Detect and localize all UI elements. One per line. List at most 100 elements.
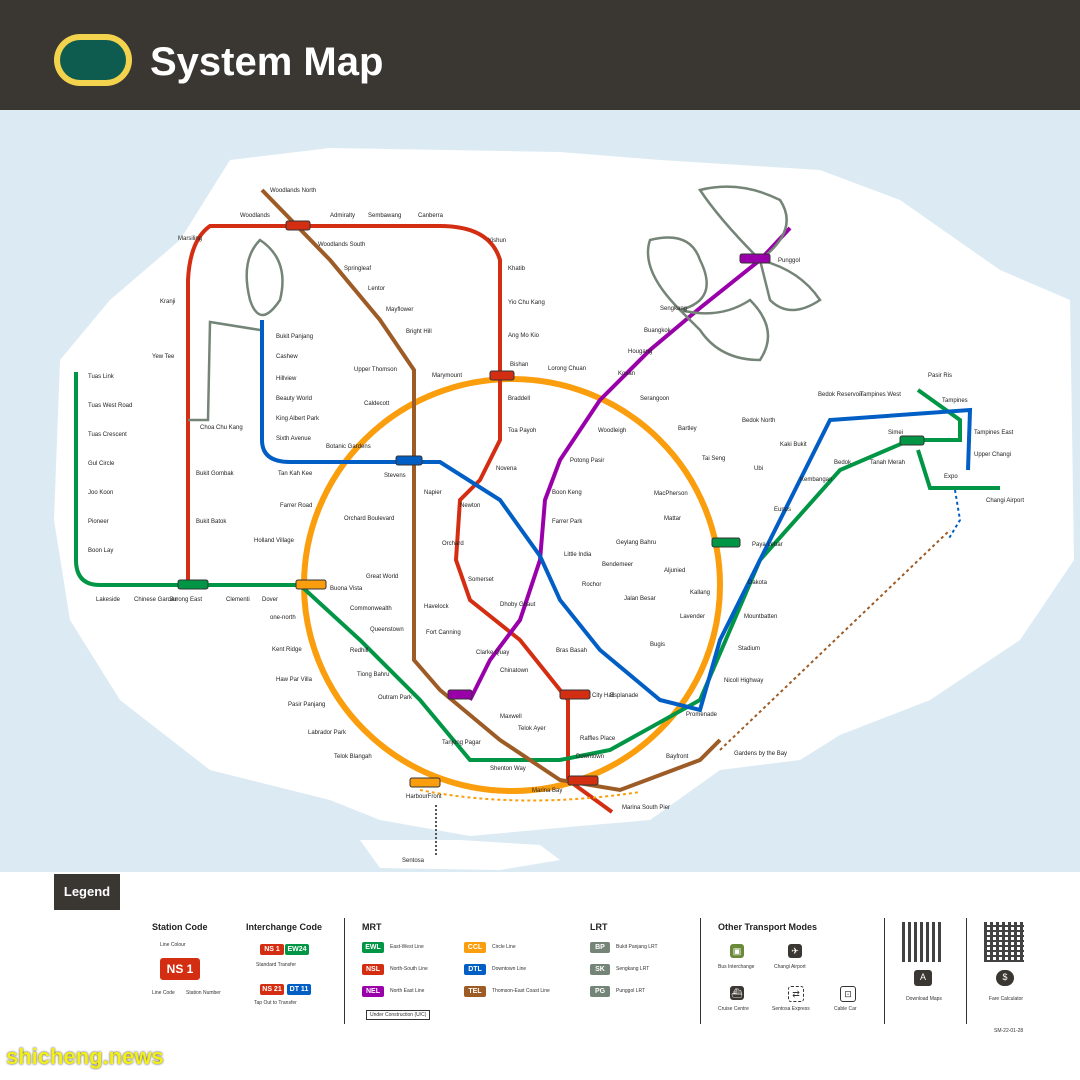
label-farrer-road: Farrer Road — [280, 503, 312, 509]
legend-mrt-ewl-name: East-West Line — [390, 944, 424, 950]
label-tai-seng: Tai Seng — [702, 456, 725, 462]
label-bugis: Bugis — [650, 642, 665, 648]
legend-line-code: Line Code — [152, 990, 175, 996]
legend-lrt-sk-chip: SK — [590, 964, 610, 975]
sengkang-lrt — [646, 236, 770, 362]
bukit-panjang-lrt-loop — [245, 238, 284, 317]
label-promenade: Promenade — [686, 712, 718, 718]
sentosa-island — [360, 840, 560, 870]
legend-mrt-ewl-chip: EWL — [362, 942, 384, 953]
airport-icon: ✈ — [788, 944, 802, 958]
watermark: shicheng.news — [6, 1044, 164, 1069]
label-macpherson: MacPherson — [654, 491, 688, 497]
label-woodleigh: Woodleigh — [598, 428, 626, 434]
bukit-panjang-lrt — [188, 320, 261, 422]
page-title: System Map — [150, 40, 384, 84]
label-woodlands: Woodlands — [240, 213, 270, 219]
label-sixth-avenue: Sixth Avenue — [276, 436, 312, 442]
label-commonwealth: Commonwealth — [350, 606, 392, 612]
label-bukit-gombak: Bukit Gombak — [196, 471, 235, 477]
label-paya-lebar: Paya Lebar — [752, 542, 783, 548]
label-tampines: Tampines — [942, 398, 968, 404]
east-west-line-airport — [916, 449, 1000, 490]
label-redhill: Redhill — [350, 648, 368, 654]
system-map: Woodlands North Woodlands Admiralty Semb… — [54, 148, 1074, 870]
download-maps-qr-icon[interactable] — [902, 922, 942, 962]
label-newton: Newton — [460, 503, 480, 509]
north-south-line-west — [186, 224, 292, 580]
label-clementi: Clementi — [226, 597, 250, 603]
label-marina-bay: Marina Bay — [532, 788, 562, 794]
legend-divider-3 — [884, 918, 885, 1024]
label-geylang-bahru: Geylang Bahru — [616, 540, 656, 546]
under-construction-line — [419, 789, 641, 802]
label-king-albert-park: King Albert Park — [276, 416, 320, 422]
legend-lrt-pg-chip: PG — [590, 986, 610, 997]
label-bras-basah: Bras Basah — [556, 648, 587, 654]
label-bedok-reservoir: Bedok Reservoir — [818, 392, 862, 398]
cruise-icon: ⛴ — [730, 986, 744, 1000]
legend-standard-transfer: Standard Transfer — [256, 962, 297, 968]
legend-mrt-nsl-name: North-South Line — [390, 966, 428, 972]
label-bedok-north: Bedok North — [742, 418, 775, 424]
legend-changi-airport: Changi Airport — [774, 964, 806, 970]
label-pioneer: Pioneer — [88, 519, 109, 525]
label-telok-ayer: Telok Ayer — [518, 726, 546, 732]
legend-map-code: SM-22-01-28 — [994, 1028, 1024, 1034]
label-city-hall: City Hall — [592, 693, 614, 699]
label-little-india: Little India — [564, 552, 592, 558]
legend-lrt-bp-name: Bukit Panjang LRT — [616, 944, 658, 950]
label-yew-tee: Yew Tee — [152, 354, 175, 360]
legend-interchange-chip-ew: EW24 — [285, 944, 309, 955]
under-construction-crl — [947, 489, 962, 541]
legend-divider-4 — [966, 918, 967, 1024]
legend-divider-2 — [700, 918, 701, 1024]
legend-lrt-sk-name: Sengkang LRT — [616, 966, 650, 972]
label-kranji: Kranji — [160, 299, 175, 305]
label-maxwell: Maxwell — [500, 714, 522, 720]
legend-other-heading: Other Transport Modes — [718, 922, 818, 932]
legend-cruise-centre: Cruise Centre — [718, 1006, 749, 1012]
label-great-world: Great World — [366, 574, 398, 580]
downtown-line — [260, 320, 973, 713]
fare-calculator-qr-icon[interactable] — [984, 922, 1024, 962]
label-orchard: Orchard — [442, 541, 464, 547]
label-tuas-west-road: Tuas West Road — [88, 403, 132, 409]
label-stadium: Stadium — [738, 646, 760, 652]
legend-station-code-sample: NS 1 — [160, 958, 200, 980]
label-punggol: Punggol — [778, 258, 800, 264]
label-jurong-east: Jurong East — [170, 597, 202, 603]
label-nicoll-highway: Nicoll Highway — [724, 678, 763, 684]
label-tampines-east: Tampines East — [974, 430, 1014, 436]
label-gardens-by-the-bay: Gardens by the Bay — [734, 751, 787, 757]
label-caldecott: Caldecott — [364, 401, 390, 407]
legend-line-colour: Line Colour — [160, 942, 186, 948]
label-springleaf: Springleaf — [344, 266, 371, 272]
legend-mrt-dtl-chip: DTL — [464, 964, 486, 975]
label-haw-par-villa: Haw Par Villa — [276, 677, 313, 683]
label-cashew: Cashew — [276, 354, 298, 360]
label-downtown: Downtown — [576, 754, 604, 760]
label-tiong-bahru: Tiong Bahru — [357, 672, 389, 678]
legend-interchange-heading: Interchange Code — [246, 922, 323, 932]
label-serangoon: Serangoon — [640, 396, 669, 402]
cable-car-icon: ⊡ — [840, 986, 856, 1002]
label-napier: Napier — [424, 490, 442, 496]
label-marymount: Marymount — [432, 373, 462, 379]
label-joo-koon: Joo Koon — [88, 490, 113, 496]
label-kallang: Kallang — [690, 590, 710, 596]
label-marsiling: Marsiling — [178, 236, 202, 242]
legend-divider — [344, 918, 345, 1024]
label-woodlands-north: Woodlands North — [270, 188, 316, 194]
label-esplanade: Esplanade — [610, 693, 639, 699]
label-bishan: Bishan — [510, 362, 528, 368]
legend-lrt-pg-name: Punggol LRT — [616, 988, 646, 994]
label-tampines-west: Tampines West — [860, 392, 901, 398]
fare-calculator-icon: $ — [996, 970, 1014, 986]
label-pasir-panjang: Pasir Panjang — [288, 702, 325, 708]
label-boon-keng: Boon Keng — [552, 490, 582, 496]
label-sembawang: Sembawang — [368, 213, 401, 219]
legend-interchange-chip-dt11: DT 11 — [287, 984, 311, 995]
label-somerset: Somerset — [468, 577, 494, 583]
label-tuas-link: Tuas Link — [88, 374, 115, 380]
